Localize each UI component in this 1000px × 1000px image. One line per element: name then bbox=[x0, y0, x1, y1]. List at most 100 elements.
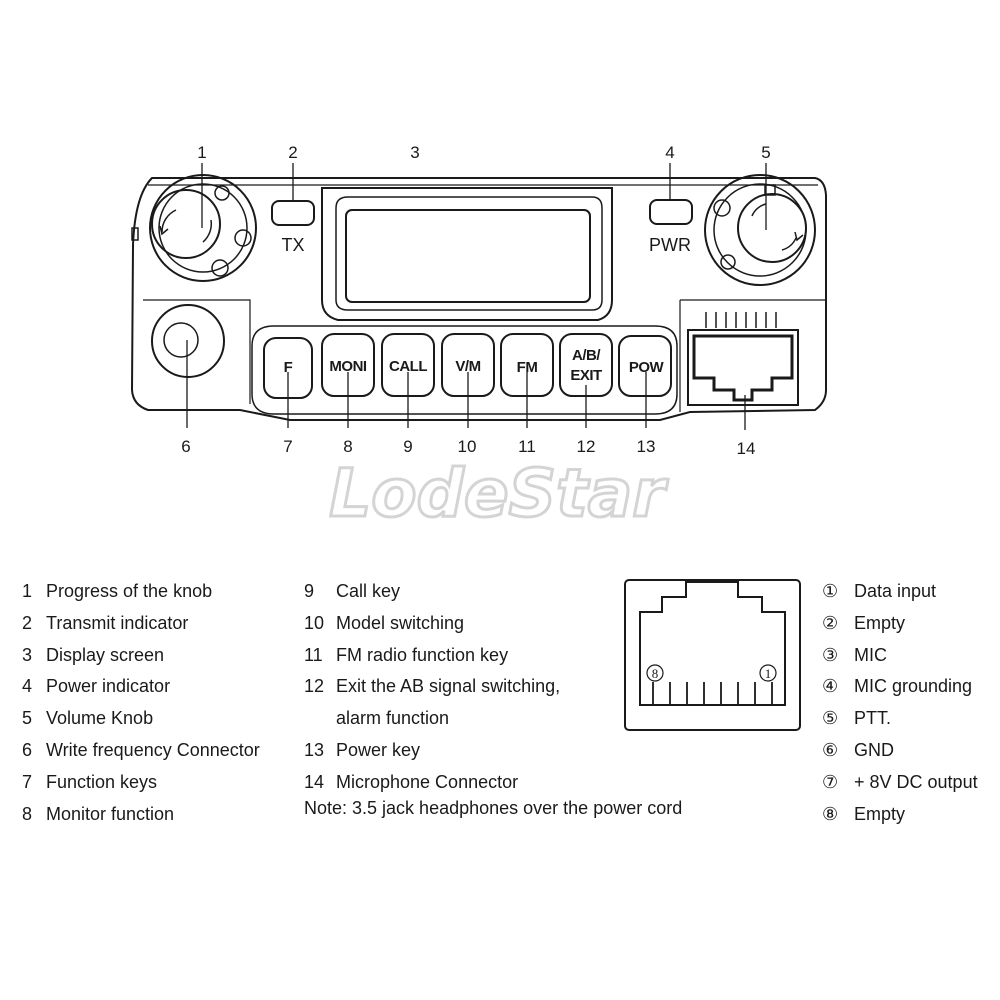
pin-1-marker: 1 bbox=[765, 666, 772, 681]
pin-item-text: MIC grounding bbox=[854, 676, 973, 697]
leader-lines bbox=[186, 163, 767, 430]
legend-item-text: Write frequency Connector bbox=[46, 739, 260, 760]
legend-item-number: 7 bbox=[22, 771, 33, 792]
pow-key-label: POW bbox=[629, 359, 665, 376]
legend-item: 8 Monitor function bbox=[22, 799, 260, 831]
pin-item-text: PTT. bbox=[854, 708, 892, 729]
callout-13: 13 bbox=[637, 437, 656, 456]
callout-7: 7 bbox=[283, 437, 292, 456]
legend-item-number: 1 bbox=[22, 581, 33, 601]
callout-3: 3 bbox=[410, 143, 419, 162]
legend-item-number: 5 bbox=[22, 708, 33, 729]
callout-4: 4 bbox=[665, 143, 674, 162]
radio-body bbox=[130, 177, 827, 421]
pin-item-number: ⑤ bbox=[822, 708, 839, 729]
legend-item-text: alarm function bbox=[336, 708, 450, 729]
pin-item: ④ MIC grounding bbox=[822, 671, 978, 703]
pin-item-text: MIC bbox=[854, 644, 887, 665]
pin-item: ③ MIC bbox=[822, 640, 978, 672]
legend-item: 5 Volume Knob bbox=[22, 703, 260, 735]
legend-item-number: 11 bbox=[304, 644, 323, 665]
legend-item-text: Exit the AB signal switching, bbox=[336, 676, 561, 697]
pin-item-text: Empty bbox=[854, 612, 906, 633]
legend-item-number: 9 bbox=[304, 581, 315, 601]
note-text: Note: 3.5 jack headphones over the power… bbox=[304, 798, 683, 818]
legend-item-text: Call key bbox=[336, 581, 401, 601]
pin-item: ① Data input bbox=[822, 576, 978, 608]
legend-item-text: Monitor function bbox=[46, 803, 175, 824]
fm-key-label: FM bbox=[517, 359, 538, 376]
vm-key-label: V/M bbox=[455, 358, 480, 375]
pin-item-number: ⑥ bbox=[822, 739, 839, 760]
microphone-connector bbox=[687, 312, 799, 406]
legend-item-number: 6 bbox=[22, 739, 33, 760]
pin-item-number: ① bbox=[822, 581, 839, 601]
pwr-label: PWR bbox=[649, 235, 691, 255]
legend-item: 12 Exit the AB signal switching, bbox=[304, 671, 560, 703]
legend-item-number: 14 bbox=[304, 771, 325, 792]
pow-key-shape[interactable] bbox=[618, 335, 672, 397]
ab-key-label-line2: EXIT bbox=[570, 367, 602, 384]
legend-item-number: 2 bbox=[22, 612, 33, 633]
write-frequency-connector bbox=[151, 304, 225, 378]
legend-item-number: 13 bbox=[304, 739, 325, 760]
pin-item: ⑦ + 8V DC output bbox=[822, 767, 978, 799]
pin-item-number: ② bbox=[822, 612, 839, 633]
legend-item-number: 12 bbox=[304, 676, 325, 697]
callout-8: 8 bbox=[343, 437, 352, 456]
legend-item-text: Volume Knob bbox=[46, 708, 154, 729]
pin-item-text: + 8V DC output bbox=[854, 771, 978, 792]
callout-12: 12 bbox=[577, 437, 596, 456]
callout-5: 5 bbox=[761, 143, 770, 162]
legend-item-text: Transmit indicator bbox=[46, 612, 189, 633]
ab-key-label-line1: A/B/ bbox=[572, 347, 601, 364]
legend-item-text: Power key bbox=[336, 739, 421, 760]
callout-9: 9 bbox=[403, 437, 412, 456]
callout-6: 6 bbox=[181, 437, 190, 456]
channel-knob[interactable] bbox=[149, 174, 257, 282]
legend-item: 2 Transmit indicator bbox=[22, 608, 260, 640]
pin-legend-column: ① Data input ② Empty ③ MIC ④ MIC grounding ⑤ PTT.… bbox=[822, 576, 978, 830]
call-key-label: CALL bbox=[389, 358, 427, 375]
callout-11: 11 bbox=[518, 437, 536, 456]
pin-item: ② Empty bbox=[822, 608, 978, 640]
pin-item-number: ⑧ bbox=[822, 803, 839, 824]
legend-item: alarm function bbox=[304, 703, 560, 735]
pin-8-marker: 8 bbox=[652, 666, 659, 681]
rj45-pin-diagram bbox=[624, 579, 801, 731]
legend-left-column: 1 Progress of the knob 2 Transmit indicator… bbox=[22, 576, 260, 830]
tx-label: TX bbox=[281, 235, 304, 255]
pin-item-text: Empty bbox=[854, 803, 906, 824]
legend-item-number: 8 bbox=[22, 803, 33, 824]
tx-indicator-light bbox=[271, 200, 315, 226]
pin-item-number: ③ bbox=[822, 644, 839, 665]
pin-item-text: Data input bbox=[854, 581, 937, 601]
legend-item-text: Function keys bbox=[46, 771, 158, 792]
legend-item: 1 Progress of the knob bbox=[22, 576, 260, 608]
pin-item-number: ⑦ bbox=[822, 771, 839, 792]
legend-item: 7 Function keys bbox=[22, 767, 260, 799]
legend-item: 6 Write frequency Connector bbox=[22, 735, 260, 767]
pin-item-number: ④ bbox=[822, 676, 839, 697]
callout-1: 1 bbox=[197, 143, 206, 162]
legend-item-text: Display screen bbox=[46, 644, 165, 665]
pwr-indicator-light bbox=[649, 199, 693, 225]
legend-item-text: Model switching bbox=[336, 612, 465, 633]
volume-knob[interactable] bbox=[704, 174, 816, 286]
legend-item-text: Progress of the knob bbox=[46, 581, 213, 601]
watermark-logo: LodeStar bbox=[329, 455, 668, 532]
legend-item: 13 Power key bbox=[304, 735, 560, 767]
pin-item: ⑧ Empty bbox=[822, 799, 978, 831]
f-key-label: F bbox=[284, 359, 293, 376]
legend-item-text: Power indicator bbox=[46, 676, 171, 697]
moni-key-label: MONI bbox=[329, 358, 366, 375]
display-screen bbox=[321, 187, 613, 321]
callout-14: 14 bbox=[737, 439, 756, 458]
